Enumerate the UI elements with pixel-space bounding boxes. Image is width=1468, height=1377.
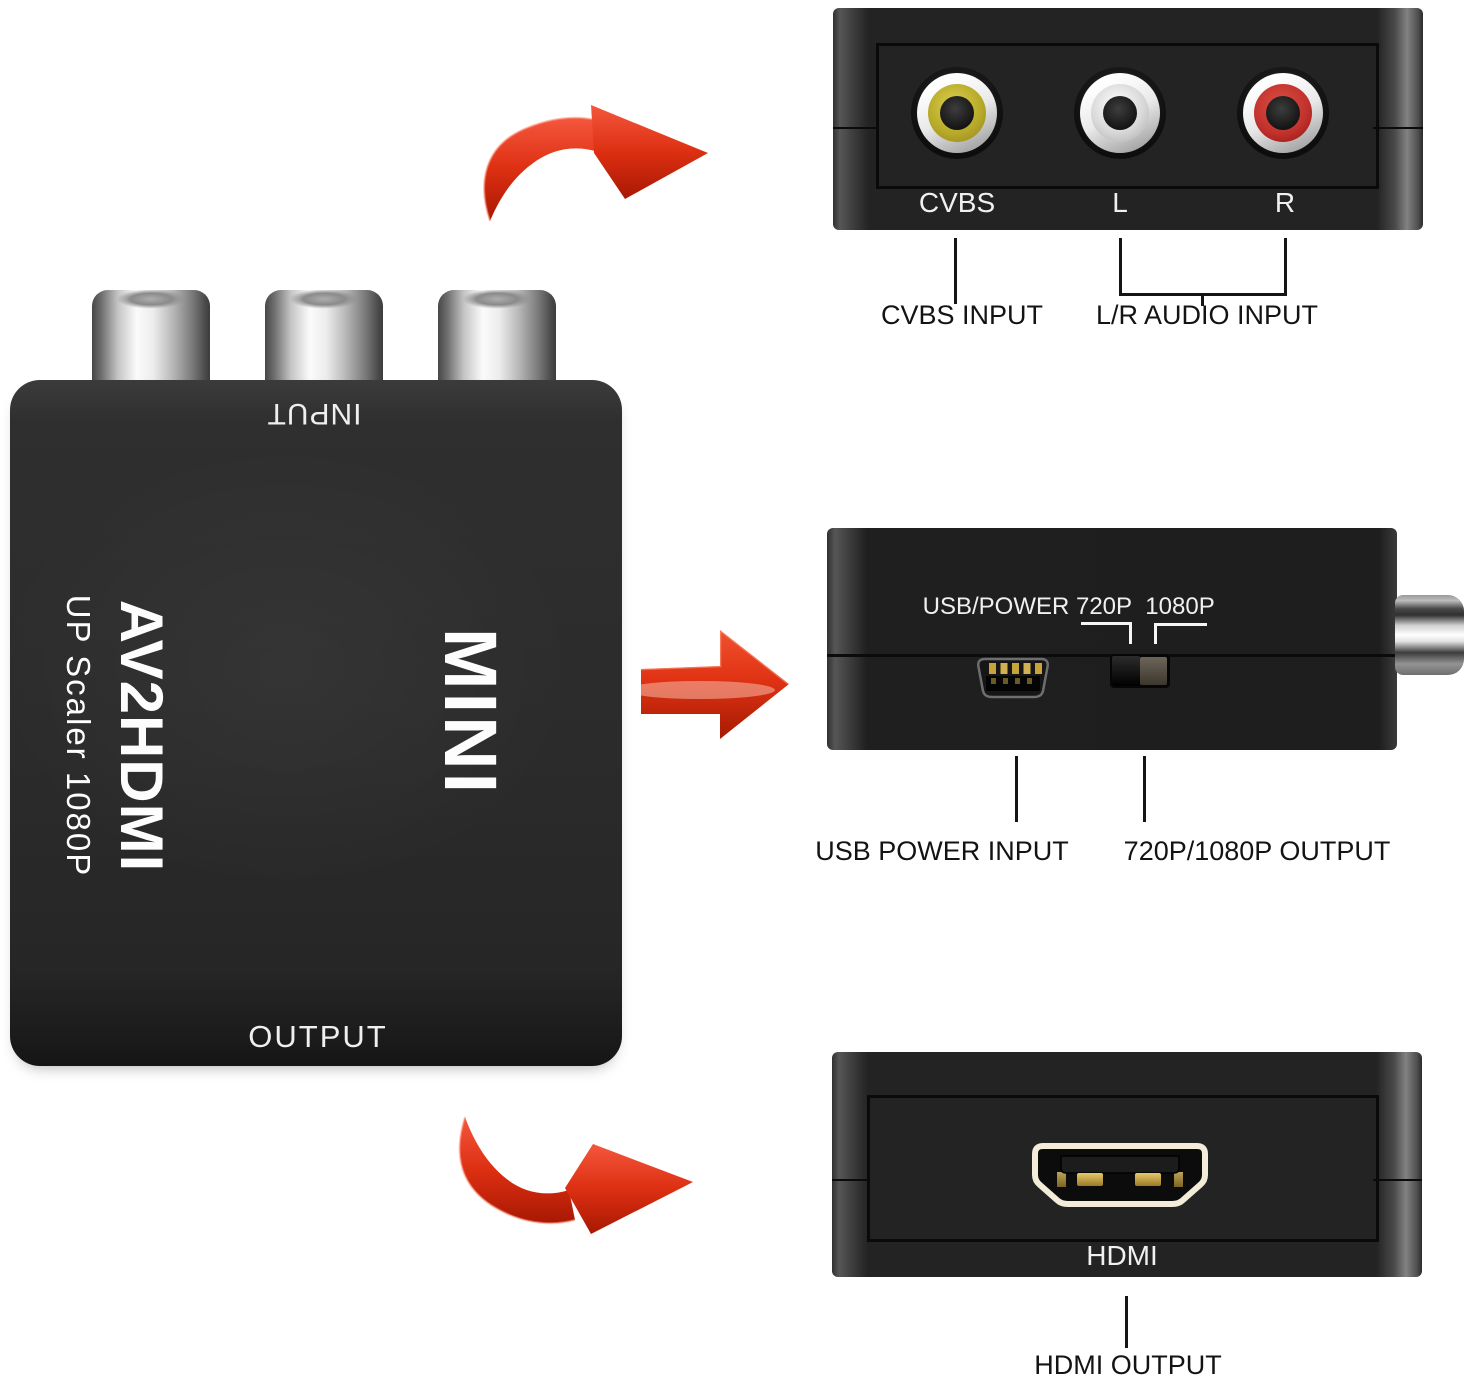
panel-seam-line [833,127,876,129]
callout-text-usb-power: USB POWER INPUT [815,836,1069,866]
hdmi-recess [867,1095,1379,1242]
tick-1080p [1154,623,1157,644]
rca-jack-right-audio-icon [1237,67,1329,159]
device-brand-block: AV2HDMI UP Scaler 1080P [49,551,179,921]
device-model-label: MINI [429,627,512,797]
tick-720p [1129,622,1132,644]
rca-side-jack-icon [1395,595,1464,675]
straight-arrow-icon [641,630,789,739]
callout-text-cvbs-input: CVBS INPUT [880,300,1044,330]
callout-line-audio-right [1284,238,1287,293]
rca-plug-icon [265,290,383,382]
rca-plug-icon [438,290,556,382]
callout-line-usb [1015,756,1018,822]
av-input-recess [876,43,1379,189]
curved-arrow-top-icon [483,105,708,222]
usb-power-port-label: USB/POWER [922,593,1070,620]
converter-device-front [10,380,622,1066]
mini-usb-port-icon [977,657,1049,699]
switch-1080p-label: 1080P [1145,593,1215,620]
underline-1080p [1154,623,1207,626]
device-input-label: INPUT [266,397,362,430]
jack-label-right: R [1274,187,1296,218]
panel-seam-line [832,1179,867,1181]
panel-seam-line [1373,1179,1422,1181]
callout-text-resolution-output: 720P/1080P OUTPUT [1123,836,1391,866]
rca-plug-icon [92,290,210,382]
callout-line-hdmi [1125,1296,1128,1348]
callout-line-audio-left [1119,238,1122,293]
callout-stub-audio [1201,293,1204,306]
rca-jack-cvbs-icon [911,67,1003,159]
jack-label-cvbs: CVBS [918,187,996,218]
resolution-switch-icon [1110,654,1170,688]
underline-720p [1081,622,1132,625]
jack-label-left: L [1112,187,1128,218]
side-view-panel [827,528,1397,750]
callout-line-cvbs [954,238,957,304]
device-output-label: OUTPUT [248,1019,388,1054]
panel-seam-line [1373,127,1423,129]
callout-line-resolution [1143,756,1146,822]
device-brand-title: AV2HDMI [108,599,175,873]
hdmi-port-label: HDMI [1086,1240,1158,1271]
rca-jack-left-audio-icon [1074,67,1166,159]
callout-text-hdmi-output: HDMI OUTPUT [1034,1350,1222,1377]
switch-720p-label: 720P [1075,593,1133,620]
hdmi-port-icon [1032,1143,1208,1207]
curved-arrow-bottom-icon [458,1116,693,1234]
device-brand-subtitle: UP Scaler 1080P [60,594,97,878]
callout-text-audio-input: L/R AUDIO INPUT [1095,300,1319,330]
